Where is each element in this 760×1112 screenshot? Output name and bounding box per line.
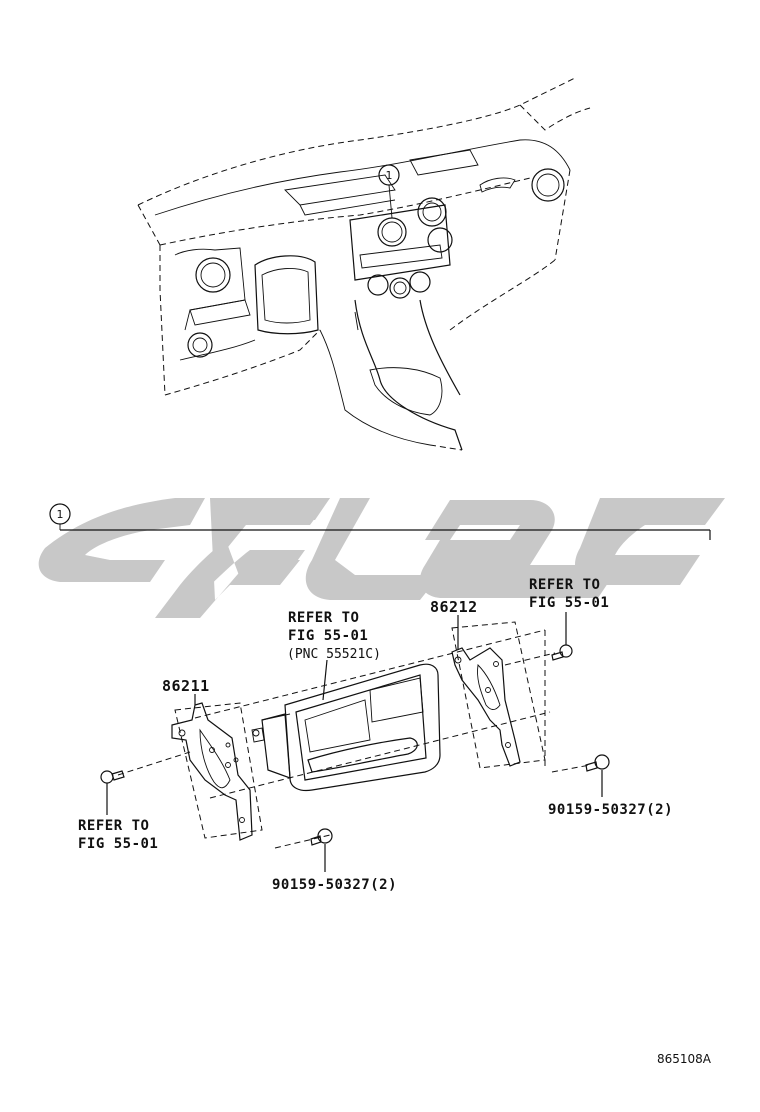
label-refer-center-line2: FIG 55-01 xyxy=(288,628,368,644)
label-part-86212: 86212 xyxy=(430,598,478,616)
center-panel-box xyxy=(251,659,441,792)
bracket-86211 xyxy=(171,694,263,841)
exploded-parts xyxy=(100,612,610,872)
screw-right-top xyxy=(504,612,573,666)
screw-bottom xyxy=(310,828,333,872)
top-callout-marker: 1 xyxy=(386,169,393,182)
screw-right-bottom xyxy=(551,754,610,797)
label-refer-left-line2: FIG 55-01 xyxy=(78,836,158,852)
label-refer-left-line1: REFER TO xyxy=(78,818,149,834)
dashboard-overview: 1 xyxy=(137,77,591,451)
screw-left xyxy=(100,751,191,815)
label-part-86211: 86211 xyxy=(162,677,210,695)
label-refer-center-line3: (PNC 55521C) xyxy=(287,647,381,662)
bracket-86212 xyxy=(451,615,546,769)
part-labels: 86211 86212 REFER TO FIG 55-01 (PNC 5552… xyxy=(78,577,673,893)
label-refer-right-line1: REFER TO xyxy=(529,577,600,593)
label-bolt-right: 90159-50327(2) xyxy=(548,802,673,818)
label-refer-right-line2: FIG 55-01 xyxy=(529,595,609,611)
section-callout-marker: 1 xyxy=(57,508,64,521)
section-bracket: 1 xyxy=(49,503,711,540)
watermark-logo xyxy=(38,498,725,618)
drawing-number: 865108A xyxy=(657,1052,712,1066)
label-bolt-bottom: 90159-50327(2) xyxy=(272,877,397,893)
label-refer-center-line1: REFER TO xyxy=(288,610,359,626)
